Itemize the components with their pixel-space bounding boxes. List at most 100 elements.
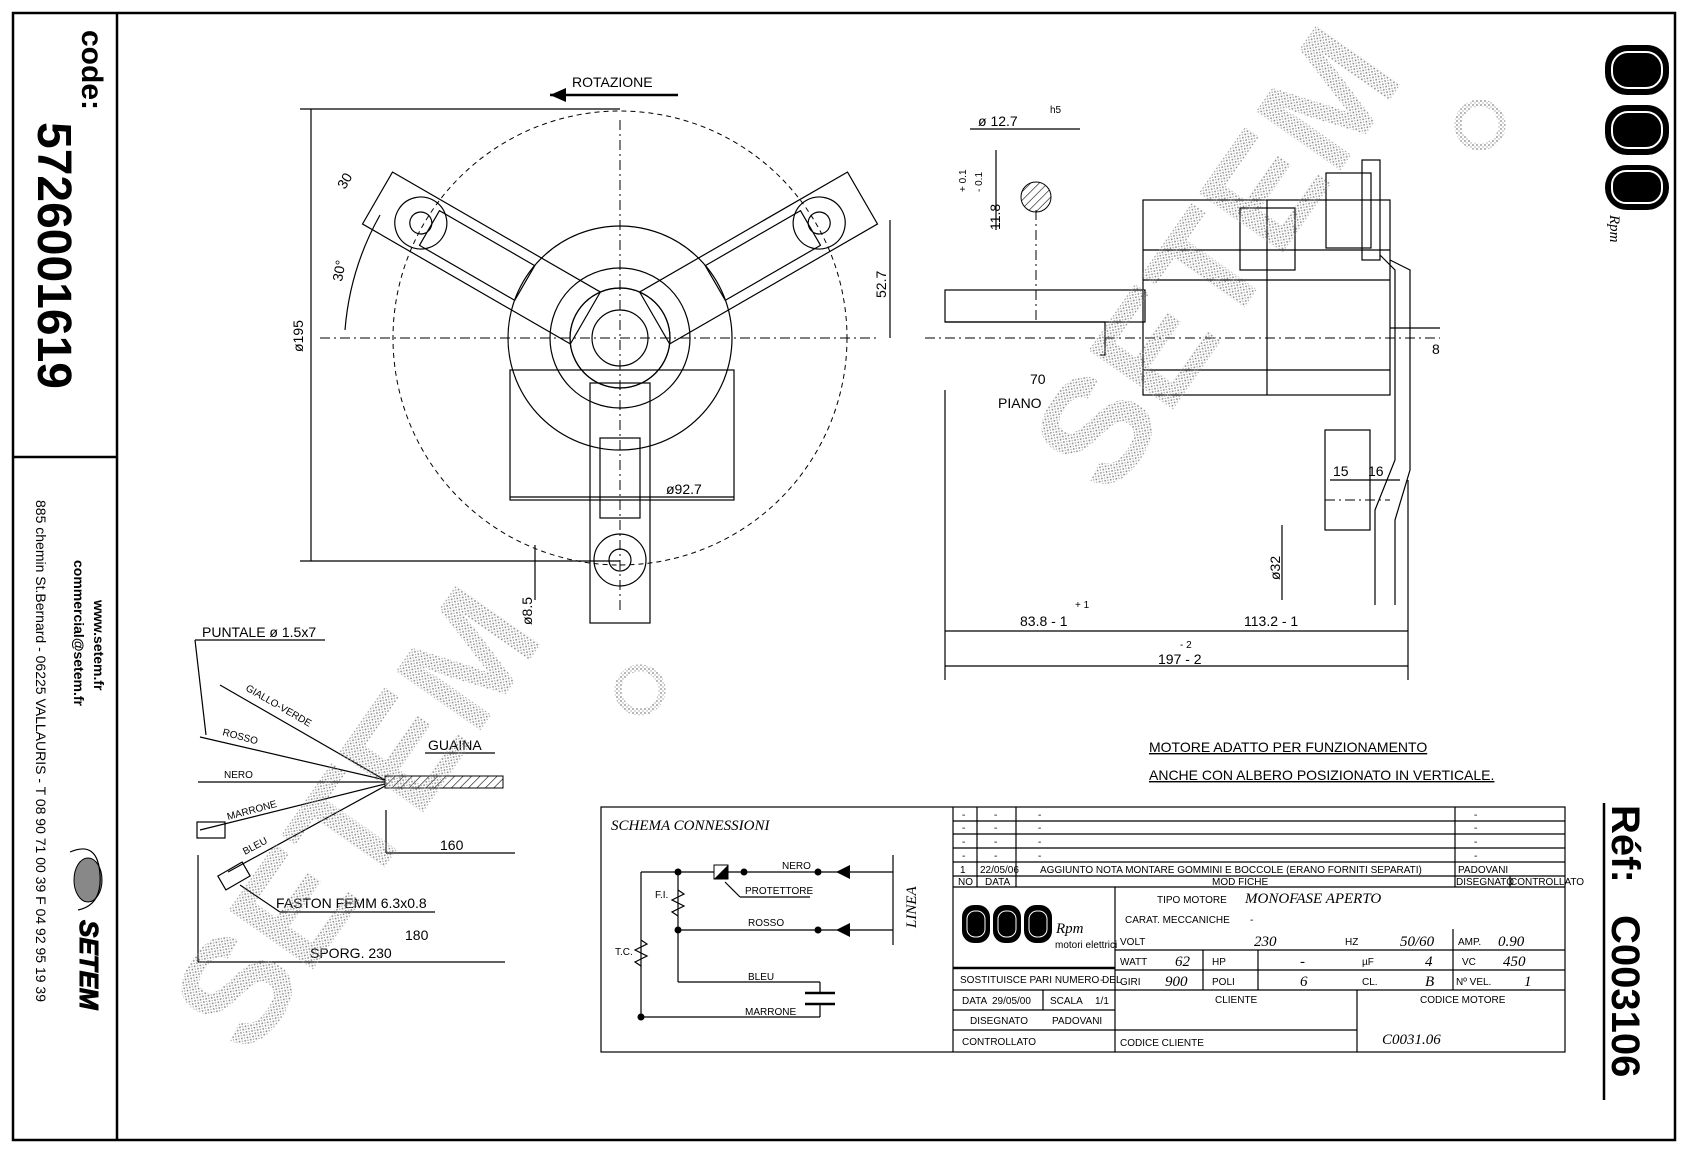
revision-rows: - - - - - - - - - - - - - - - - 1 22/05/… xyxy=(958,810,1584,888)
rpm-logo-text: Rpm xyxy=(1606,214,1622,243)
watt-value: 62 xyxy=(1175,954,1191,970)
revision-table xyxy=(953,807,1565,888)
bracket-arm-bottom xyxy=(589,382,651,624)
schema-bleu: BLEU xyxy=(748,972,774,983)
uf-value: 4 xyxy=(1425,954,1433,970)
volt-label: VOLT xyxy=(1120,937,1145,948)
giri-label: GIRI xyxy=(1120,977,1141,988)
tol-minus-2: - 2 xyxy=(1180,640,1192,651)
puntale-label: PUNTALE ø 1.5x7 xyxy=(202,624,316,640)
dim-15: 15 xyxy=(1333,463,1349,479)
rev-date: - xyxy=(994,823,997,834)
bracket-arm-right xyxy=(638,171,879,345)
hp-value: - xyxy=(1300,954,1305,970)
note-line-1: MOTORE ADATTO PER FUNZIONAMENTO xyxy=(1149,739,1427,755)
code-label: code: xyxy=(75,30,108,110)
scala-label: SCALA xyxy=(1050,996,1083,1007)
cliente-label: CLIENTE xyxy=(1215,995,1258,1006)
sostituisce-label: SOSTITUISCE PARI NUMERO DEL xyxy=(960,975,1122,986)
rev-no: 1 xyxy=(960,865,966,876)
motor-specs: TIPO MOTORE MONOFASE APERTO CARAT. MECCA… xyxy=(1114,887,1565,1052)
rev-desc: - xyxy=(1038,823,1041,834)
protector-icon xyxy=(714,865,728,879)
rotation-label: ROTAZIONE xyxy=(572,74,653,90)
sporg-label: SPORG. 230 xyxy=(310,945,392,961)
setem-watermark: SETEM SETEM xyxy=(139,0,1506,1078)
wire-label-nero: NERO xyxy=(224,770,253,781)
rev-by: - xyxy=(1474,851,1477,862)
flat-label: PIANO xyxy=(998,395,1042,411)
cl-label: CL. xyxy=(1362,977,1378,988)
resistor-fi-icon xyxy=(670,889,686,917)
volt-value: 230 xyxy=(1254,934,1277,950)
schema-marrone: MARRONE xyxy=(745,1007,796,1018)
rev-date: - xyxy=(994,851,997,862)
vel-value: 1 xyxy=(1524,974,1532,990)
rev-by: - xyxy=(1474,810,1477,821)
title-block: SCHEMA CONNESSIONI NERO PROTETTORE xyxy=(600,806,1584,1053)
rev-desc: - xyxy=(1038,851,1041,862)
tol-plus-1: + 1 xyxy=(1075,600,1090,611)
drawing-frame xyxy=(11,11,1677,1142)
vel-label: Nº VEL. xyxy=(1456,977,1491,988)
rev-by: - xyxy=(1474,823,1477,834)
wire-label-giallo-verde: GIALLO-VERDE xyxy=(244,683,314,730)
rev-desc: - xyxy=(1038,837,1041,848)
bracket-arm-left xyxy=(361,171,602,345)
dim-diameter-32: ø32 xyxy=(1267,556,1283,580)
controllato-label: CONTROLLATO xyxy=(962,1037,1036,1048)
ref-label: Réf: xyxy=(1603,805,1647,883)
schema-title: SCHEMA CONNESSIONI xyxy=(611,818,770,834)
schema-fi: F.I. xyxy=(655,890,668,901)
amp-label: AMP. xyxy=(1458,937,1481,948)
shaft-tolerance: h5 xyxy=(1050,105,1062,116)
flat-length-70: 70 xyxy=(1030,371,1046,387)
rev-no: - xyxy=(962,810,965,821)
email-link[interactable]: commercial@setem.fr xyxy=(71,560,87,706)
dim-83-8: 83.8 - 1 xyxy=(1020,613,1068,629)
hdr-drawn: DISEGNATO xyxy=(1456,877,1514,888)
watt-label: WATT xyxy=(1120,957,1147,968)
dim-hole-8-5: ø8.5 xyxy=(519,597,535,625)
vc-value: 450 xyxy=(1503,954,1526,970)
code-value: 5726001619 xyxy=(27,122,80,389)
rev-date: 22/05/06 xyxy=(980,865,1019,876)
rpm-logo: Rpm xyxy=(1605,45,1669,243)
svg-text:SETEM: SETEM xyxy=(999,0,1433,518)
website-link[interactable]: www.setem.fr xyxy=(91,599,107,691)
resistor-tc-icon xyxy=(633,939,649,967)
setem-logo-icon xyxy=(69,848,103,911)
rev-no: - xyxy=(962,823,965,834)
cl-value: B xyxy=(1425,974,1434,990)
schema-rosso: ROSSO xyxy=(748,918,784,929)
rev-desc: - xyxy=(1038,810,1041,821)
wiring-schema: SCHEMA CONNESSIONI NERO PROTETTORE xyxy=(611,818,920,1021)
shaft-diameter: ø 12.7 xyxy=(978,113,1018,129)
rev-no: - xyxy=(962,851,965,862)
faston-connector-icon xyxy=(196,821,226,839)
hdr-mod: MOD FICHE xyxy=(1212,877,1268,888)
dim-angle-30: 30° xyxy=(329,259,348,283)
schema-tc: T.C. xyxy=(615,947,633,958)
length-180: 180 xyxy=(405,927,429,943)
flat-tol-plus: + 0.1 xyxy=(958,169,969,192)
hdr-no: NO xyxy=(958,877,973,888)
rev-by: - xyxy=(1474,837,1477,848)
amp-value: 0.90 xyxy=(1498,934,1525,950)
carat-label: CARAT. MECCANICHE xyxy=(1125,915,1230,926)
shaft-section xyxy=(1020,181,1052,213)
dim-8: 8 xyxy=(1432,341,1440,357)
hdr-date: DATA xyxy=(985,877,1011,888)
hp-label: HP xyxy=(1212,957,1226,968)
poli-value: 6 xyxy=(1300,974,1308,990)
uf-label: µF xyxy=(1362,957,1374,968)
front-view: ROTAZIONE ø195 52.7 ø92.7 xyxy=(290,74,891,625)
poli-label: POLI xyxy=(1212,977,1235,988)
schema-protettore: PROTETTORE xyxy=(745,886,813,897)
rev-by: PADOVANI xyxy=(1458,865,1508,876)
scala-value: 1/1 xyxy=(1095,996,1109,1007)
dim-30: 30 xyxy=(334,170,356,192)
codice-cliente-label: CODICE CLIENTE xyxy=(1120,1038,1204,1049)
rev-date: - xyxy=(994,810,997,821)
